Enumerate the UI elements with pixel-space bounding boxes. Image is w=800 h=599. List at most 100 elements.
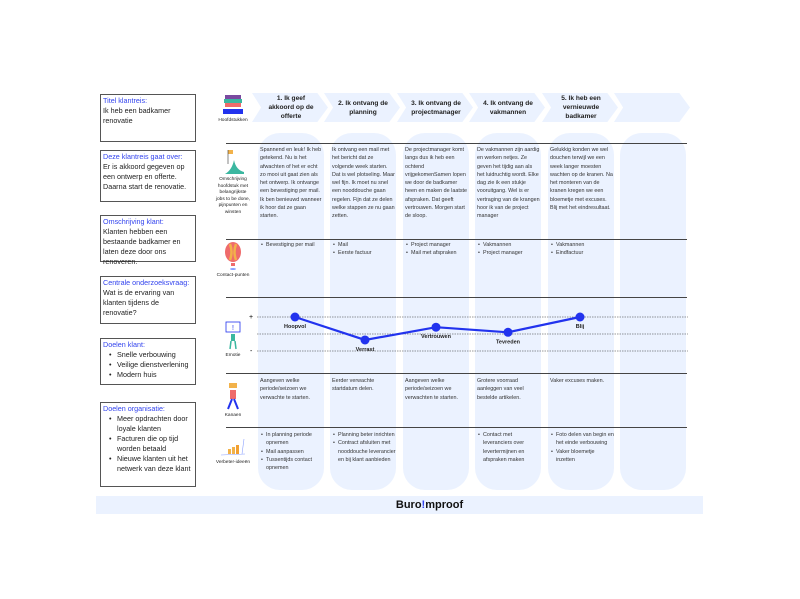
chapter-label: 3. Ik ontvang de projectmanager	[411, 99, 461, 116]
row-label-contactpunten: Contact-punten	[215, 242, 251, 280]
emotion-label: Vertrouwen	[421, 334, 452, 340]
contactpoints-cell: Bevestiging per mail	[260, 241, 324, 250]
list-item: Project manager	[477, 249, 541, 258]
channel-cell: Eerder verwachte startdatum delen.	[332, 378, 375, 393]
info-box-title: Doelen organisatie:	[103, 404, 165, 413]
info-box-text: Er is akkoord gegeven op een ontwerp en …	[103, 162, 187, 191]
improvements-cell: Planning beter inrichtenContract afsluit…	[332, 431, 396, 464]
info-box-title: Deze klantreis gaat over:	[103, 152, 183, 161]
channel-cell: Vaker excuses maken.	[550, 378, 605, 384]
contactpoints-cell: VakmannenEindfactuur	[550, 241, 614, 258]
row-divider	[255, 143, 687, 144]
phase-column	[403, 133, 469, 490]
row-divider	[255, 297, 687, 298]
info-box-item: Veilige dienstverlening	[109, 360, 193, 370]
info-box: Centrale onderzoeksvraag:Wat is de ervar…	[100, 276, 196, 324]
improvements-cell: In planning periode opnemenMail aanpasse…	[260, 431, 324, 472]
row-divider	[226, 427, 256, 428]
info-box-item: Snelle verbouwing	[109, 350, 193, 360]
chapter-label: 1. Ik geef akkoord op de offerte	[268, 95, 314, 120]
emotion-label: Tevreden	[496, 339, 521, 345]
emotion-point	[575, 312, 585, 322]
emotion-label: Blij	[576, 324, 585, 330]
info-box: Doelen klant:Snelle verbouwingVeilige di…	[100, 338, 196, 385]
channel-cell: Grotere voorraad aanleggen van veel best…	[477, 378, 524, 401]
list-item: Contact met leveranciers over levertermi…	[477, 431, 541, 464]
list-item: Mail	[332, 241, 396, 250]
chapter-label: 2. Ik ontvang de planning	[338, 99, 388, 116]
chapter-step[interactable]: 3. Ik ontvang de projectmanager	[397, 93, 473, 122]
channel-cell: Aangeven welke periode/seizoen we verwac…	[260, 378, 311, 401]
svg-text:!: !	[232, 325, 234, 332]
info-box-title: Omschrijving klant:	[103, 217, 164, 226]
improvements-cell: Contact met leveranciers over levertermi…	[477, 431, 541, 464]
hot-air-balloon-icon	[225, 242, 241, 270]
info-box-item: Meer opdrachten door loyale klanten	[109, 414, 193, 434]
chapter-step[interactable]: 1. Ik geef akkoord op de offerte	[252, 93, 328, 122]
contactpoints-cell: MailEerste factuur	[332, 241, 396, 258]
chapter-step[interactable]: 4. Ik ontvang de vakmannen	[469, 93, 545, 122]
emotion-point	[503, 327, 513, 337]
list-item: Project manager	[405, 241, 469, 250]
list-item: Foto delen van begin en het einde verbou…	[550, 431, 614, 448]
contactpoints-cell: VakmannenProject manager	[477, 241, 541, 258]
row-divider	[226, 297, 256, 298]
row-divider	[226, 143, 256, 144]
list-item: Eindfactuur	[550, 249, 614, 258]
chapter-step[interactable]: 2. Ik ontvang de planning	[324, 93, 400, 122]
emotion-point	[290, 312, 300, 322]
buro-improof-logo: Buro!mproof	[395, 499, 464, 511]
list-item: Tussentijds contact opnemen	[260, 456, 324, 473]
chapter-description: De vakmannen zijn aardig en werken netje…	[477, 147, 540, 220]
info-box-item: Modern huis	[109, 370, 193, 380]
info-box-title: Doelen klant:	[103, 340, 145, 349]
contactpoints-cell: Project managerMail met afspraken	[405, 241, 469, 258]
improvements-cell: Foto delen van begin en het einde verbou…	[550, 431, 614, 464]
list-item: Vakmannen	[550, 241, 614, 250]
chapter-description: Spannend en leuk! Ik heb getekend. Nu is…	[260, 147, 322, 220]
flag-hill-icon	[225, 150, 244, 174]
list-item: Planning beter inrichten	[332, 431, 396, 440]
row-label-verbeterideeen: Verbeter-ideeën	[215, 437, 251, 467]
chapter-step[interactable]	[614, 93, 690, 122]
info-box-text: Ik heb een badkamer renovatie	[103, 106, 171, 125]
emotion-plus: +	[249, 314, 253, 321]
list-item: Mail aanpassen	[260, 448, 324, 457]
list-item: Vaker bloemetje inzetten	[550, 448, 614, 465]
row-label-kanalen: Kanaen	[215, 382, 251, 420]
chapter-description: Ik ontvang een mail met het bericht dat …	[332, 147, 395, 220]
footer-bar: Buro!mproof	[96, 496, 703, 514]
row-label-omschrijving: Omschrijving hoofdstuk met belangrijkste…	[215, 150, 251, 216]
phase-column	[620, 133, 686, 490]
info-box-text: Klanten hebben een bestaande badkamer en…	[103, 227, 181, 266]
row-divider	[255, 427, 687, 428]
chapter-description: Gelukkig konden we wel douchen terwijl w…	[550, 147, 613, 212]
list-item: Bevestiging per mail	[260, 241, 324, 250]
row-label-emotie: ! Emotie	[215, 320, 251, 360]
walking-person-icon	[227, 383, 239, 410]
emotion-point	[431, 322, 441, 332]
emotion-minus: -	[250, 348, 253, 355]
bar-chart-icon	[220, 438, 246, 456]
info-box: Doelen organisatie:Meer opdrachten door …	[100, 402, 196, 487]
info-box: Titel klantreis:Ik heb een badkamer reno…	[100, 94, 196, 142]
list-item: Eerste factuur	[332, 249, 396, 258]
info-box-text: Wat is de ervaring van klanten tijdens d…	[103, 288, 175, 317]
row-divider	[226, 373, 256, 374]
info-box-item: Nieuwe klanten uit het netwerk van deze …	[109, 454, 193, 474]
chapter-label: 4. Ik ontvang de vakmannen	[483, 99, 533, 116]
emotion-point	[360, 335, 370, 345]
row-divider	[255, 239, 687, 240]
list-item: Contract afsluiten met nooddouche levera…	[332, 439, 396, 464]
chapter-step[interactable]: 5. Ik heb een vernieuwde badkamer	[542, 93, 618, 122]
info-box-title: Titel klantreis:	[103, 96, 148, 105]
books-icon	[223, 95, 243, 114]
row-label-hoofdstukken: Hoofdstukken	[215, 95, 251, 125]
list-item: Mail met afspraken	[405, 249, 469, 258]
info-box: Omschrijving klant:Klanten hebben een be…	[100, 215, 196, 266]
info-box: Deze klantreis gaat over:Er is akkoord g…	[100, 150, 196, 202]
list-item: Vakmannen	[477, 241, 541, 250]
info-box-title: Centrale onderzoeksvraag:	[103, 278, 190, 287]
emotion-label: Verrast	[356, 347, 375, 353]
